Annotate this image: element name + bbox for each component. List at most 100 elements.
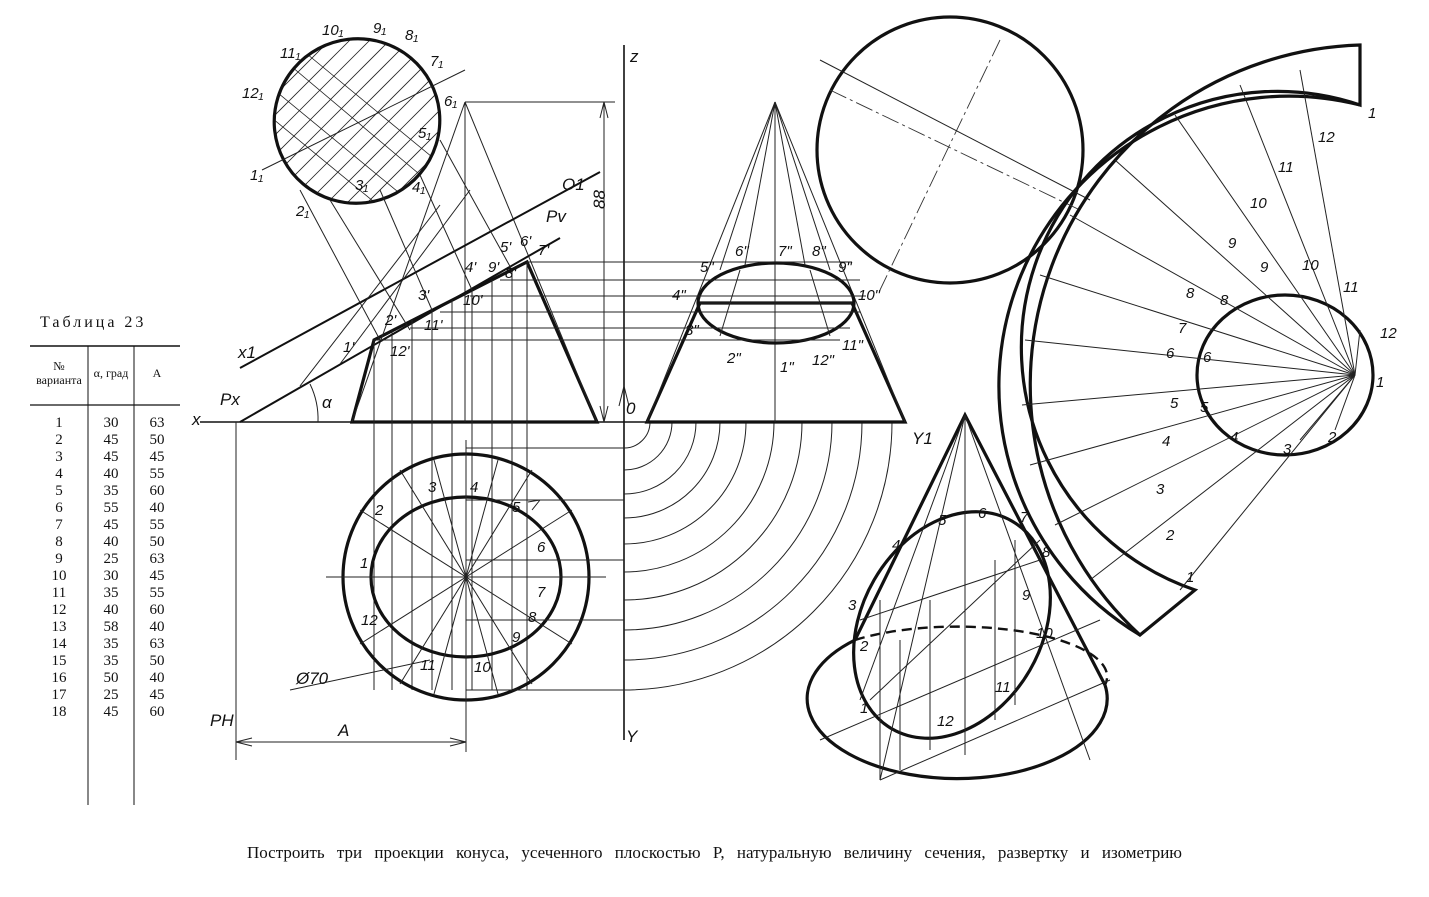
table-cell: 60 [149, 483, 165, 499]
front-view-cone [239, 101, 601, 690]
table-rules [30, 345, 180, 805]
table-header: № варианта [36, 359, 82, 387]
table-cell: 40 [103, 534, 119, 550]
table-cell: 45 [103, 432, 119, 448]
table-cell: 45 [103, 704, 119, 720]
svg-text:1': 1' [343, 339, 355, 356]
svg-text:4₁: 4₁ [412, 179, 425, 196]
table-cell: 4 [55, 466, 63, 482]
svg-text:12: 12 [361, 612, 378, 629]
table-cell: 63 [149, 551, 165, 567]
figure-caption: Построить три проекции конуса, усеченног… [246, 843, 1183, 862]
table-cell: 6 [55, 500, 63, 516]
svg-text:8: 8 [528, 609, 537, 626]
svg-text:7": 7" [778, 243, 792, 260]
svg-text:2": 2" [726, 350, 741, 367]
svg-text:8: 8 [1186, 285, 1195, 302]
svg-text:3: 3 [1283, 441, 1292, 458]
table-title: Таблица 23 [40, 314, 147, 331]
y-axis-label: Y [626, 727, 639, 746]
x-axis-label: x [191, 410, 201, 429]
svg-text:1₁: 1₁ [250, 167, 263, 184]
table-cell: 2 [55, 432, 63, 448]
svg-text:6': 6' [520, 233, 532, 250]
svg-text:10: 10 [1302, 257, 1319, 274]
svg-text:10: 10 [1036, 625, 1053, 642]
table-cell: 58 [103, 619, 119, 635]
svg-text:2': 2' [384, 312, 397, 329]
svg-text:5₁: 5₁ [418, 125, 431, 142]
table-cell: 50 [149, 534, 165, 550]
svg-text:1: 1 [1186, 569, 1194, 586]
table-cell: 35 [103, 483, 119, 499]
table-cell: 7 [55, 517, 63, 533]
svg-text:6₁: 6₁ [444, 93, 457, 110]
table-header: α, град [93, 366, 129, 380]
cone-development [997, 43, 1375, 638]
svg-text:11₁: 11₁ [280, 45, 301, 62]
svg-text:10": 10" [858, 287, 881, 304]
svg-text:1: 1 [1376, 374, 1384, 391]
table-cell: 60 [149, 704, 165, 720]
table-cell: 18 [51, 704, 67, 720]
svg-text:12: 12 [937, 713, 954, 730]
svg-text:3: 3 [848, 597, 857, 614]
svg-text:6: 6 [1203, 349, 1212, 366]
axis-labels: z x 0 Y1 Y x1 O1 Pv Px PH α 88 A Ø70 [191, 47, 933, 746]
svg-text:10': 10' [463, 292, 484, 309]
svg-text:8': 8' [505, 265, 517, 282]
dim-a-label: A [337, 721, 349, 740]
table-cell: 25 [103, 687, 119, 703]
table-cell: 50 [149, 653, 165, 669]
table-cell: 11 [51, 585, 67, 601]
svg-text:5: 5 [1170, 395, 1179, 412]
svg-text:11': 11' [424, 317, 444, 334]
svg-text:1: 1 [1368, 105, 1376, 122]
svg-text:12₁: 12₁ [242, 85, 264, 102]
svg-text:4: 4 [470, 479, 478, 496]
svg-text:6": 6" [735, 243, 749, 260]
svg-text:8: 8 [1042, 544, 1051, 561]
svg-text:5: 5 [512, 499, 521, 516]
table-cell: 63 [149, 636, 165, 652]
table-cell: 40 [103, 602, 119, 618]
table-cell: 45 [103, 449, 119, 465]
table-cell: 45 [149, 568, 165, 584]
svg-text:7₁: 7₁ [430, 53, 443, 70]
svg-text:12": 12" [812, 352, 835, 369]
y1-axis-label: Y1 [912, 429, 933, 448]
svg-text:1: 1 [360, 555, 368, 572]
table-cell: 40 [149, 619, 165, 635]
table-cell: 45 [149, 449, 165, 465]
svg-text:9: 9 [1022, 587, 1031, 604]
o1-label: O1 [562, 175, 585, 194]
svg-text:12: 12 [1380, 325, 1397, 342]
svg-text:8: 8 [1220, 292, 1229, 309]
alpha-label: α [322, 393, 333, 412]
svg-text:2₁: 2₁ [295, 203, 309, 220]
svg-text:12: 12 [1318, 129, 1335, 146]
svg-text:5": 5" [700, 259, 714, 276]
svg-text:8": 8" [812, 243, 826, 260]
table-cell: 10 [51, 568, 67, 584]
table-cell: 35 [103, 653, 119, 669]
dimension-a [235, 690, 467, 752]
table-cell: 9 [55, 551, 63, 567]
table-header: A [152, 366, 162, 380]
svg-text:11: 11 [1343, 279, 1359, 296]
table-cell: 5 [55, 483, 63, 499]
auxiliary-circle [815, 15, 1091, 291]
svg-text:3": 3" [685, 322, 699, 339]
svg-text:11: 11 [420, 657, 436, 674]
table-cell: 40 [103, 466, 119, 482]
svg-text:4: 4 [1230, 429, 1238, 446]
svg-text:1: 1 [860, 700, 868, 717]
svg-text:3: 3 [428, 479, 437, 496]
table-cell: 12 [51, 602, 67, 618]
svg-text:6: 6 [978, 505, 987, 522]
x1-axis-label: x1 [237, 343, 256, 362]
